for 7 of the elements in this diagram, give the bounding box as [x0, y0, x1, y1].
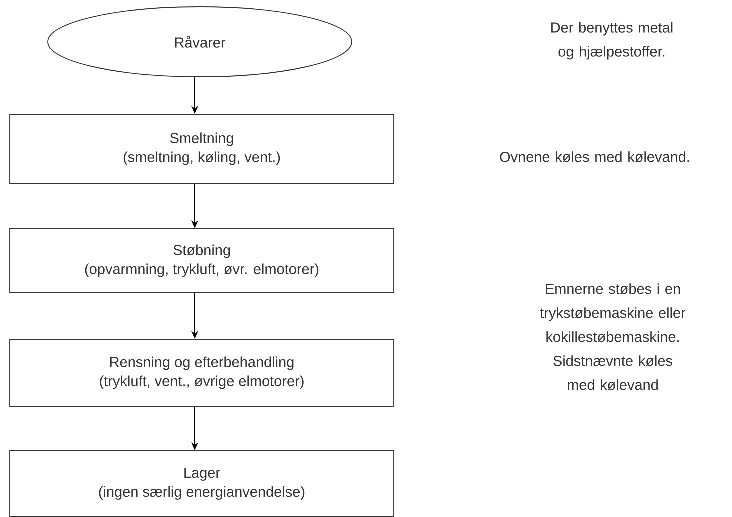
- process-box: Smeltning (smeltning, køling, vent.): [10, 114, 394, 184]
- process-box: Lager (ingen særlig energianvendelse): [10, 450, 394, 517]
- note-text: Emnerne støbes i en trykstøbemaskine eller kokillestøbemaskine. Sidstnævnte køles med kølevand: [540, 284, 686, 390]
- process-box: Rensning og efterbehandling (trykluft, vent., øvrige elmotorer): [10, 339, 394, 407]
- note-text: Ovnene køles med kølevand.: [500, 152, 690, 162]
- process-box: Støbning (opvarmning, trykluft, øvr. elmotorer): [10, 228, 394, 294]
- note-text: Der benyttes metal og hjælpestoffer.: [552, 22, 673, 60]
